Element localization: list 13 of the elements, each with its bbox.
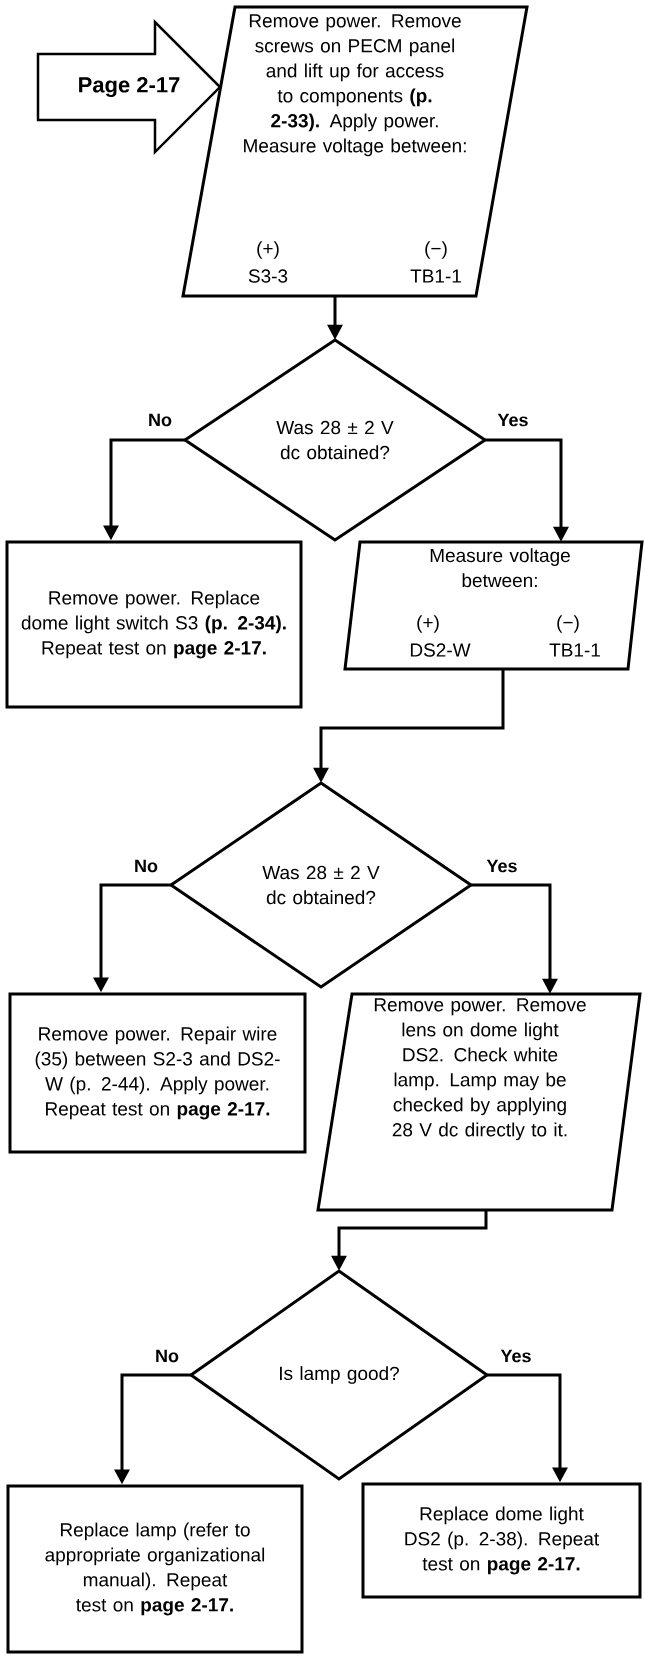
edge-label: No xyxy=(147,412,173,428)
process-box: Replace lamp (refer to appropriate organizational manual). Repeat test on page 2-17. xyxy=(6,1484,304,1654)
edge-label: Yes xyxy=(485,858,519,874)
process-box: Remove power. Repair wire (35) between S2-3 and DS2-W (p. 2-44). Apply power. Repeat test on page 2-17. xyxy=(8,992,307,1154)
edge-label: No xyxy=(133,858,159,874)
process-box: Remove power. Replace dome light switch S3 (p. 2-34). Repeat test on page 2-17. xyxy=(5,540,303,709)
edge-label: Yes xyxy=(499,1348,533,1364)
parallelogram-box: Measure voltage between: (+) DS2-W (−) TB1-1 xyxy=(343,540,644,671)
edge-label: Yes xyxy=(496,412,530,428)
parallelogram-box: Remove power. Remove lens on dome light DS2. Check white lamp. Lamp may be checked by applying 28 V dc directly to it. xyxy=(316,992,642,1212)
edge-label: No xyxy=(154,1348,180,1364)
parallelogram-box: Remove power. Remove screws on PECM panel and lift up for access to components (p. 2-33). Apply power. Measure voltage between: (+) S3-3 (−) TB1-1 xyxy=(181,5,529,298)
process-box: Replace dome light DS2 (p. 2-38). Repeat test on page 2-17. xyxy=(361,1482,642,1599)
